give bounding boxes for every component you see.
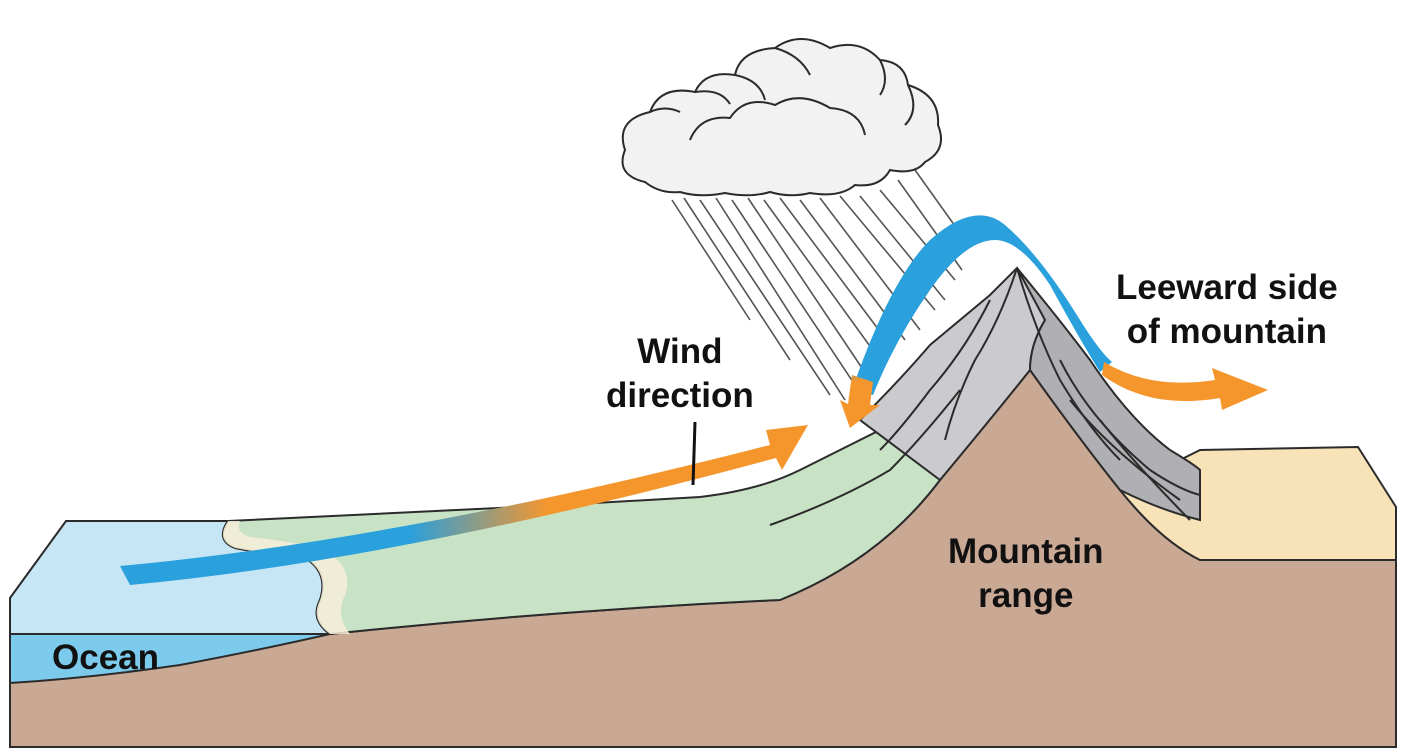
- leeward-side-label: Leeward side of mountain: [1116, 268, 1338, 351]
- ocean-label: Ocean: [52, 638, 159, 677]
- wind-arrow-windward: [120, 425, 808, 585]
- wind-label-leader-line: [691, 421, 697, 486]
- mountain-range-label: Mountain range: [948, 532, 1104, 615]
- rain-streaks: [671, 169, 966, 401]
- wind-rising-arrow: [840, 375, 880, 428]
- ocean-cross-section: [9, 633, 331, 685]
- wind-arc-over-peak: [852, 215, 1112, 395]
- rain-cloud-icon: [621, 38, 942, 197]
- mountain-leeward-rock: [1016, 267, 1201, 522]
- wind-direction-label: Wind direction: [606, 332, 754, 415]
- rock-ridge-lines: [769, 267, 1201, 526]
- wind-arrow-leeward: [1102, 362, 1268, 410]
